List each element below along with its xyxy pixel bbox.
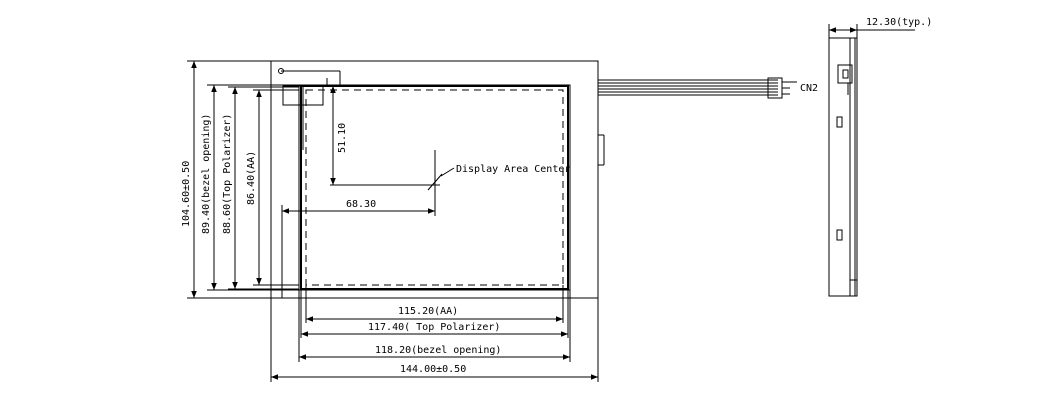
corner-tab — [282, 85, 304, 106]
dim-bezel-w: 118.20(bezel opening) — [375, 345, 501, 356]
dim-outer-h: 104.60±0.50 — [181, 161, 192, 227]
top-polarizer — [300, 85, 569, 290]
dim-outer-w: 144.00±0.50 — [400, 364, 466, 375]
side-clip-top — [836, 116, 843, 128]
side-clip-bottom — [836, 229, 843, 241]
dim-typ-thickness: 12.30(typ.) — [866, 17, 932, 28]
cn2-label: CN2 — [800, 83, 818, 94]
dim-bezel-h: 89.40(bezel opening) — [201, 114, 212, 234]
dim-pol-h: 88.60(Top Polarizer) — [222, 114, 233, 234]
module-outline — [270, 60, 599, 299]
dim-aa-w: 115.20(AA) — [398, 306, 458, 317]
fpc-cable — [598, 77, 790, 99]
display-area-center-label: Display Area Center — [456, 164, 570, 175]
side-outline — [828, 37, 858, 297]
dim-pol-w: 117.40( Top Polarizer) — [368, 322, 500, 333]
dim-51-10: 51.10 — [337, 123, 348, 153]
side-view: 12.30(typ.) — [828, 17, 932, 297]
dim-68-30: 68.30 — [346, 199, 376, 210]
active-area — [305, 89, 564, 286]
front-view: CN2 51.10 Display Area Center 68.30 104.… — [181, 60, 818, 382]
corner-tab-inner — [300, 85, 324, 106]
dim-aa-h: 86.40(AA) — [246, 151, 257, 205]
